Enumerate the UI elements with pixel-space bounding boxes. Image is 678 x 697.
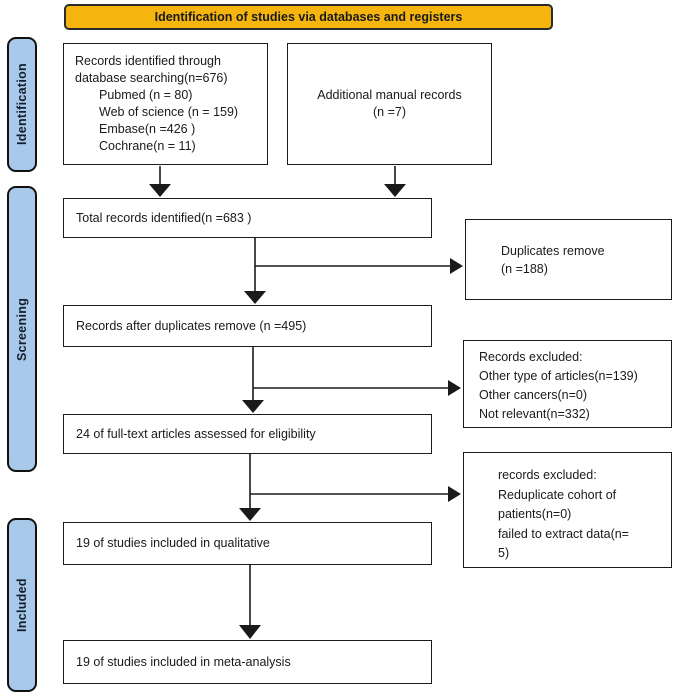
- box-meta-analysis-included: 19 of studies included in meta-analysis: [63, 640, 432, 684]
- excluded-screening-line: Records excluded:: [479, 350, 583, 364]
- arrow-total-to-duplicates: [255, 258, 463, 274]
- duplicates-removed-count: (n =188): [501, 261, 548, 276]
- total-records-text: Total records identified(n =683 ): [76, 210, 252, 225]
- excluded-screening-line: Other type of articles(n=139): [479, 369, 638, 383]
- excluded-screening-line: Other cancers(n=0): [479, 388, 588, 402]
- excluded-eligibility-line: records excluded:: [498, 468, 597, 482]
- banner-title: Identification of studies via databases …: [64, 4, 553, 30]
- box-duplicates-removed: Duplicates remove (n =188): [465, 219, 672, 300]
- stage-label-identification: Identification: [7, 37, 37, 172]
- manual-records-count: (n =7): [372, 105, 406, 119]
- box-records-excluded-eligibility: records excluded: Reduplicate cohort of …: [463, 452, 672, 568]
- arrow-afterdup-to-excluded-screening: [253, 380, 461, 396]
- excluded-eligibility-line: Reduplicate cohort of: [498, 487, 617, 502]
- database-source-web-of-science: Web of science (n = 159): [99, 105, 239, 119]
- arrow-afterdup-to-fulltext: [242, 347, 264, 413]
- manual-records-line: Additional manual records: [317, 88, 462, 102]
- box-database-records: Records identified through database sear…: [63, 43, 268, 165]
- after-duplicates-text: Records after duplicates remove (n =495): [76, 318, 307, 333]
- box-fulltext-assessed: 24 of full-text articles assessed for el…: [63, 414, 432, 454]
- box-records-excluded-screening: Records excluded: Other type of articles…: [463, 340, 672, 428]
- meta-analysis-included-text: 19 of studies included in meta-analysis: [76, 654, 291, 669]
- fulltext-assessed-text: 24 of full-text articles assessed for el…: [76, 426, 316, 441]
- excluded-eligibility-line: patients(n=0): [498, 507, 572, 521]
- database-source-cochrane: Cochrane(n = 11): [99, 139, 196, 153]
- box-after-duplicates: Records after duplicates remove (n =495): [63, 305, 432, 347]
- database-source-pubmed: Pubmed (n = 80): [99, 88, 193, 102]
- arrow-total-to-afterdup: [244, 238, 266, 304]
- database-source-embase: Embase(n =426 ): [99, 122, 196, 136]
- database-records-line: Records identified through: [75, 54, 221, 68]
- database-records-line: database searching(n=676): [75, 71, 228, 85]
- stage-label-included: Included: [7, 518, 37, 692]
- qualitative-included-text: 19 of studies included in qualitative: [76, 536, 270, 550]
- stage-label-screening: Screening: [7, 186, 37, 472]
- box-manual-records: Additional manual records (n =7): [287, 43, 492, 165]
- box-total-records: Total records identified(n =683 ): [63, 198, 432, 238]
- excluded-eligibility-line: failed to extract data(n=: [498, 526, 629, 541]
- arrow-manual-to-total: [384, 166, 406, 197]
- arrow-fulltext-to-qualitative: [239, 454, 261, 521]
- arrow-qualitative-to-meta: [239, 565, 261, 639]
- duplicates-removed-line: Duplicates remove: [501, 243, 605, 258]
- excluded-screening-line: Not relevant(n=332): [479, 407, 590, 421]
- excluded-eligibility-line: 5): [498, 546, 510, 560]
- arrow-database-to-total: [149, 166, 171, 197]
- arrow-fulltext-to-excluded-eligibility: [250, 486, 461, 502]
- box-qualitative-included: 19 of studies included in qualitative: [63, 522, 432, 565]
